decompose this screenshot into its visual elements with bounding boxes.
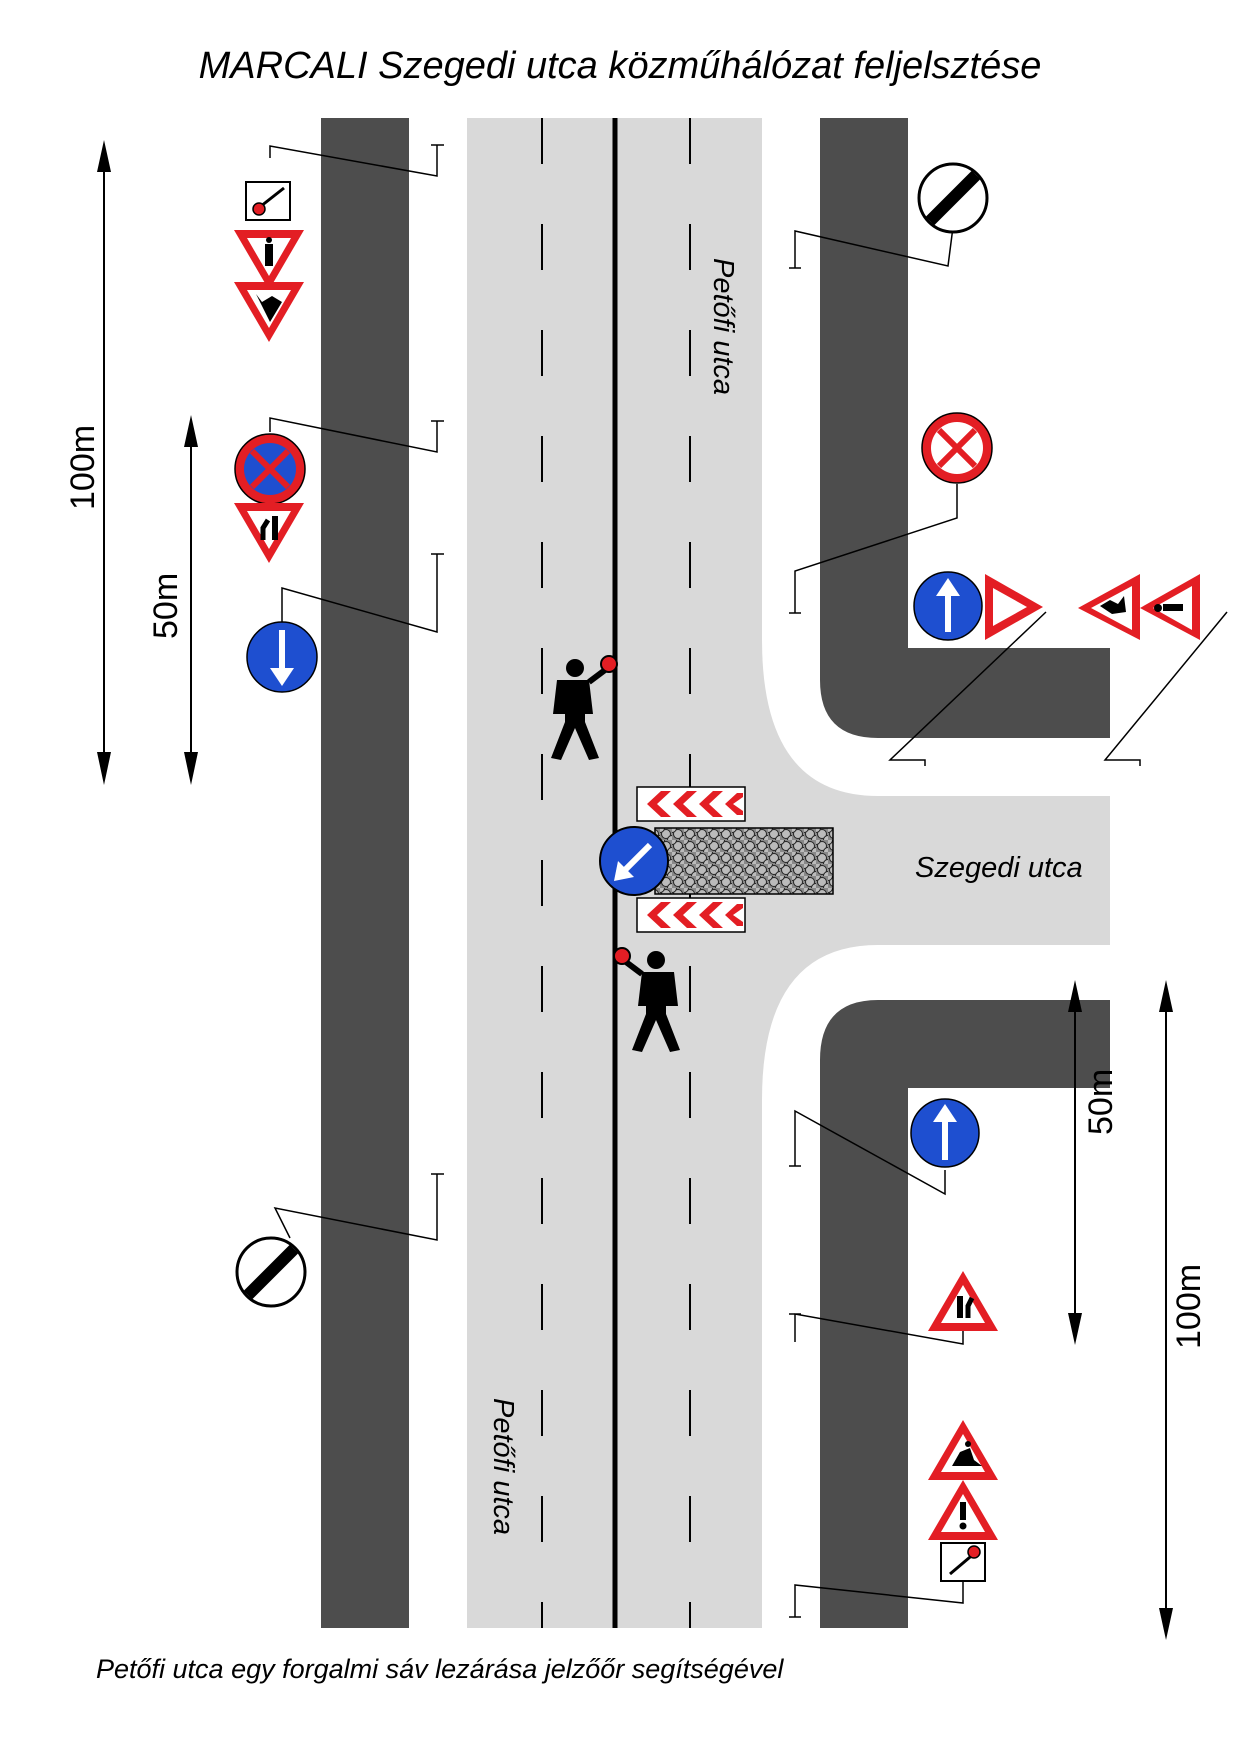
keep-left-diagonal-sign: [599, 826, 669, 896]
dimension-left-short: [184, 415, 198, 785]
sign-pair-corner-right: [913, 571, 1043, 641]
flagman-plate-icon: [940, 1542, 986, 1582]
keep-straight-down-sign-icon: [246, 621, 318, 693]
end-of-restrictions-sign-top-icon: [917, 162, 989, 234]
dimension-right-long: [1159, 980, 1173, 1640]
roadwork-warning-triangle-icon: [928, 1420, 998, 1480]
street-label-side: Szegedi utca: [915, 852, 1083, 884]
lane-narrowing-warning-icon: [928, 1271, 998, 1331]
left-sidewalk: [321, 118, 409, 1628]
yield-roadwork-triangle-icon: [234, 230, 304, 290]
excavation-area: [654, 827, 834, 895]
dimension-label-right-long: 100m: [1170, 1264, 1208, 1349]
street-label-lower: Petőfi utca: [487, 1398, 519, 1535]
no-stopping-sign-icon: [234, 433, 306, 505]
lower-right-sidewalk: [820, 1000, 1110, 1628]
sign-stack-top-left: [234, 181, 304, 342]
roadwork-warning-triangle-icon: [1078, 574, 1140, 640]
mandatory-straight-sign-icon: [913, 571, 983, 641]
yield-sign-icon: [985, 574, 1043, 640]
danger-warning-triangle-icon: [928, 1480, 998, 1540]
mandatory-straight-sign-lower-icon: [910, 1098, 980, 1168]
dimension-left-long: [97, 140, 111, 785]
street-label-upper: Petőfi utca: [707, 258, 739, 395]
lane-narrowing-triangle-icon: [234, 503, 304, 563]
dimension-right-short: [1068, 980, 1082, 1345]
flagman-plate-icon: [245, 181, 291, 221]
sign-pair-far-right: [1078, 574, 1200, 640]
dimension-label-left-short: 50m: [147, 573, 185, 639]
dimension-label-left-long: 100m: [64, 425, 102, 510]
upper-right-sidewalk: [820, 118, 1110, 738]
page-title: MARCALI Szegedi utca közműhálózat feljel…: [199, 45, 1042, 87]
no-stopping-sign-right-icon: [921, 412, 993, 484]
chevron-board-lower: [636, 897, 746, 933]
sign-stack-bottom-right: [928, 1420, 998, 1582]
side-road-surface: [762, 640, 1110, 1100]
sign-leader-lines: [269, 144, 1228, 1618]
end-of-restrictions-sign-lower-icon: [235, 1236, 307, 1308]
dimension-label-right-short: 50m: [1082, 1069, 1120, 1135]
chevron-board-upper: [636, 786, 746, 822]
yield-roadwork-triangle-icon: [234, 282, 304, 342]
sign-stack-upper-left: [234, 433, 306, 563]
caption: Petőfi utca egy forgalmi sáv lezárása je…: [96, 1654, 784, 1684]
danger-warning-triangle-icon: [1140, 574, 1200, 640]
